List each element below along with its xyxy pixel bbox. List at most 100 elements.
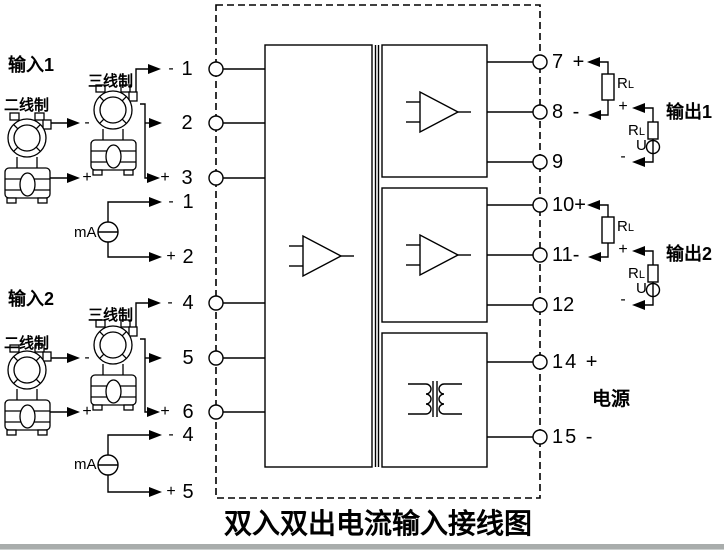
input1-ma-pos-terminal: 2 xyxy=(182,246,194,268)
terminal-3-number: 3 xyxy=(181,167,193,189)
terminal-15-label: 15 - xyxy=(552,426,595,448)
terminal-1-circle xyxy=(208,61,224,77)
output1-load-resistor-label: RL xyxy=(617,76,634,91)
resistor-r: R xyxy=(617,75,628,92)
terminal-14-label: 14 + xyxy=(552,351,600,373)
transformer-icon xyxy=(408,381,462,417)
input2-ma-label: mA xyxy=(74,456,97,473)
input2-two-wire-label: 二线制 xyxy=(4,335,50,352)
output1-block xyxy=(381,44,488,178)
terminal-15-circle xyxy=(532,429,548,445)
input1-ma-pos-sign: + xyxy=(166,248,176,265)
terminal-4-sign: - xyxy=(167,294,173,311)
output2-voltmeter-icon xyxy=(645,282,661,298)
terminal-1-sign: - xyxy=(168,60,174,77)
output2-load-resistor-icon xyxy=(601,216,615,244)
voltmeter-icons xyxy=(645,139,661,298)
terminal-11-label: 11- xyxy=(552,244,580,266)
output2-title: 输出2 xyxy=(666,244,713,264)
input1-three-wire-label: 三线制 xyxy=(88,73,134,90)
terminal-circles xyxy=(208,54,548,445)
window-bottom-edge xyxy=(0,544,724,550)
input1-two-wire-label: 二线制 xyxy=(4,97,50,114)
output1-voltage-neg-sign: - xyxy=(620,148,626,165)
output1-voltage-resistor-icon xyxy=(647,121,659,140)
input2-ma-neg-sign: - xyxy=(168,426,174,443)
input-field-wiring xyxy=(48,68,149,493)
input1-two-wire-neg-sign: - xyxy=(84,114,90,131)
power-title: 电源 xyxy=(592,389,631,410)
terminal-10-circle xyxy=(532,197,548,213)
terminal-12-label: 12 xyxy=(552,294,575,316)
terminal-9-label: 9 xyxy=(552,151,566,173)
terminal-11-circle xyxy=(532,247,548,263)
terminal-2-circle xyxy=(208,115,224,131)
output2-voltage-resistor-icon xyxy=(647,264,659,283)
terminal-7-label: 7 + xyxy=(552,51,587,73)
input1-title: 输入1 xyxy=(8,55,55,75)
input1-three-wire-transmitter-icon xyxy=(90,84,138,176)
input1-ma-neg-terminal: 1 xyxy=(182,191,194,213)
terminal-4-circle xyxy=(208,295,224,311)
output2-block xyxy=(381,187,488,323)
ma-source-icons xyxy=(97,221,119,476)
input1-two-wire-pos-sign: + xyxy=(82,169,92,186)
terminal-5-circle xyxy=(208,350,224,366)
input1-ma-neg-sign: - xyxy=(168,193,174,210)
input1-three-wire-pos-sign: + xyxy=(160,169,170,186)
input2-three-wire-label: 三线制 xyxy=(88,307,134,324)
input-section-block xyxy=(264,44,373,468)
input2-two-wire-transmitter-icon xyxy=(4,344,52,436)
resistor-l-sub: L xyxy=(627,79,634,91)
load-resistor-icons xyxy=(601,73,659,283)
input2-ma-pos-terminal: 5 xyxy=(182,481,194,503)
input1-two-wire-transmitter-icon xyxy=(4,112,52,204)
resistor-r: R xyxy=(628,265,639,282)
input2-ma-pos-sign: + xyxy=(166,483,176,500)
terminal-8-circle xyxy=(532,104,548,120)
terminal-4-number: 4 xyxy=(182,292,194,314)
power-block xyxy=(381,332,488,468)
resistor-l-sub: L xyxy=(638,126,645,138)
input2-three-wire-pos-sign: + xyxy=(160,403,170,420)
terminal-6-number: 6 xyxy=(182,401,194,423)
terminal-2-number: 2 xyxy=(181,112,193,134)
output2-voltage-resistor-label: RL xyxy=(628,266,645,281)
output1-title: 输出1 xyxy=(666,102,713,122)
output2-voltage-label: U xyxy=(636,280,647,297)
terminal-5-number: 5 xyxy=(182,347,194,369)
output1-voltmeter-icon xyxy=(645,139,661,155)
terminal-6-circle xyxy=(208,404,224,420)
input2-ma-neg-terminal: 4 xyxy=(182,424,194,446)
terminal-9-circle xyxy=(532,154,548,170)
input2-title: 输入2 xyxy=(8,289,55,309)
terminal-12-circle xyxy=(532,297,548,313)
function-blocks xyxy=(264,44,488,468)
output1-voltage-pos-sign: + xyxy=(618,98,628,115)
resistor-l-sub: L xyxy=(627,222,634,234)
input2-two-wire-neg-sign: - xyxy=(84,349,90,366)
terminal-3-circle xyxy=(208,170,224,186)
resistor-r: R xyxy=(617,218,628,235)
input2-three-wire-transmitter-icon xyxy=(90,319,138,411)
output2-voltage-pos-sign: + xyxy=(618,241,628,258)
output1-voltage-resistor-label: RL xyxy=(628,123,645,138)
output2-load-resistor-label: RL xyxy=(617,219,634,234)
terminal-stub-lines xyxy=(223,61,533,438)
output1-load-resistor-icon xyxy=(601,73,615,101)
terminal-14-circle xyxy=(532,354,548,370)
terminal-8-label: 8 - xyxy=(552,101,582,123)
output1-voltage-label: U xyxy=(636,137,647,154)
resistor-r: R xyxy=(628,122,639,139)
output2-voltage-neg-sign: - xyxy=(620,291,626,308)
terminal-1-number: 1 xyxy=(181,58,193,80)
terminal-7-circle xyxy=(532,54,548,70)
diagram-caption: 双入双出电流输入接线图 xyxy=(223,508,532,539)
terminal-10-label: 10+ xyxy=(552,194,586,216)
input1-ma-label: mA xyxy=(74,224,97,241)
resistor-l-sub: L xyxy=(638,269,645,281)
isolation-barrier-lines xyxy=(374,45,380,467)
module-dashed-border xyxy=(215,4,541,499)
